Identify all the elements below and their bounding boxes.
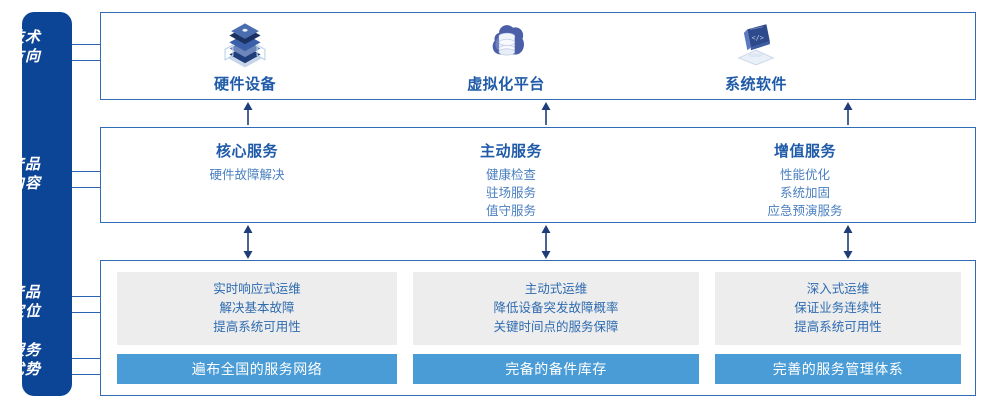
advantage-bar-network[interactable]: 遍布全国的服务网络 — [117, 354, 397, 384]
connector-position-top — [72, 296, 101, 297]
position-line: 关键时间点的服务保障 — [493, 320, 619, 334]
arrow-updown-system-software — [843, 225, 853, 259]
arrow-updown-hardware — [243, 225, 253, 259]
position-box-proactive[interactable]: 主动式运维 降低设备突发故障概率 关键时间点的服务保障 — [413, 272, 699, 345]
position-box-indepth[interactable]: 深入式运维 保证业务连续性 提高系统可用性 — [715, 272, 961, 345]
tech-label: 硬件设备 — [213, 76, 276, 93]
sidebar-label-line1: 产品 — [8, 284, 41, 301]
content-sub-line: 硬件故障解决 — [209, 168, 285, 182]
laptop-code-icon: </> — [737, 24, 775, 66]
position-line: 深入式运维 — [806, 282, 870, 296]
sidebar-item-product-content[interactable]: 产品 内容 — [0, 155, 50, 193]
sidebar — [22, 12, 72, 396]
tech-cell-virtualization[interactable]: 虚拟化平台 — [396, 13, 616, 101]
content-cell-value-added-service[interactable]: 增值服务 性能优化 系统加固 应急预演服务 — [675, 128, 935, 224]
advantage-bar-management-system[interactable]: 完善的服务管理体系 — [715, 354, 961, 384]
panel-product-content: 核心服务 硬件故障解决 主动服务 健康检查 驻场服务 值守服务 增值服务 性能优… — [100, 127, 976, 223]
sidebar-label-line1: 服务 — [8, 342, 41, 359]
cloud-database-icon — [492, 25, 524, 56]
svg-text:</>: </> — [751, 34, 764, 42]
sidebar-label-line2: 内容 — [8, 175, 41, 192]
server-stack-icon — [224, 23, 266, 68]
advantage-bar-spare-parts[interactable]: 完备的备件库存 — [413, 354, 699, 384]
content-title: 核心服务 — [215, 143, 278, 160]
position-line: 降低设备突发故障概率 — [493, 301, 619, 315]
content-sub-line: 系统加固 — [779, 186, 830, 200]
sidebar-item-service-advantage[interactable]: 服务 优势 — [0, 341, 50, 379]
position-box-realtime[interactable]: 实时响应式运维 解决基本故障 提高系统可用性 — [117, 272, 397, 345]
connector-tech-top — [72, 44, 101, 45]
tech-label: 虚拟化平台 — [467, 76, 545, 93]
content-sub-line: 性能优化 — [779, 168, 830, 182]
content-title: 主动服务 — [479, 143, 542, 160]
content-sub-line: 值守服务 — [485, 204, 536, 218]
sidebar-item-product-position[interactable]: 产品 定位 — [0, 283, 50, 321]
panel-position-advantage: 实时响应式运维 解决基本故障 提高系统可用性 主动式运维 降低设备突发故障概率 … — [100, 260, 976, 396]
position-line: 实时响应式运维 — [213, 282, 301, 296]
position-line: 提高系统可用性 — [794, 320, 882, 334]
content-cell-proactive-service[interactable]: 主动服务 健康检查 驻场服务 值守服务 — [381, 128, 641, 224]
connector-content-top — [72, 171, 101, 172]
connector-tech-bottom — [72, 60, 101, 61]
arrow-up-virtualization — [541, 102, 551, 125]
panel-tech-direction: 硬件设备 虚拟化平台 </> — [100, 12, 976, 100]
position-line: 解决基本故障 — [219, 301, 295, 315]
sidebar-label-line2: 优势 — [8, 361, 41, 378]
sidebar-label-line1: 产品 — [8, 156, 41, 173]
content-sub-line: 健康检查 — [485, 168, 536, 182]
connector-advantage-top — [72, 358, 101, 359]
sidebar-label-line2: 定位 — [8, 303, 41, 320]
sidebar-label-line1: 技术 — [8, 29, 41, 46]
tech-label: 系统软件 — [724, 76, 787, 93]
connector-position-bottom — [72, 312, 101, 313]
content-sub-line: 驻场服务 — [485, 186, 536, 200]
arrow-updown-virtualization — [541, 225, 551, 259]
connector-content-bottom — [72, 187, 101, 188]
position-line: 提高系统可用性 — [213, 320, 301, 334]
sidebar-item-tech-direction[interactable]: 技术 方向 — [0, 28, 50, 66]
arrow-up-system-software — [843, 102, 853, 125]
tech-cell-system-software[interactable]: </> 系统软件 — [646, 13, 866, 101]
arrow-up-hardware — [243, 102, 253, 125]
content-title: 增值服务 — [773, 143, 836, 160]
content-sub-line: 应急预演服务 — [767, 204, 843, 218]
content-cell-core-service[interactable]: 核心服务 硬件故障解决 — [117, 128, 377, 224]
tech-cell-hardware[interactable]: 硬件设备 — [135, 13, 355, 101]
connector-advantage-bottom — [72, 374, 101, 375]
sidebar-label-line2: 方向 — [8, 48, 41, 65]
position-line: 保证业务连续性 — [794, 301, 882, 315]
position-line: 主动式运维 — [524, 282, 588, 296]
